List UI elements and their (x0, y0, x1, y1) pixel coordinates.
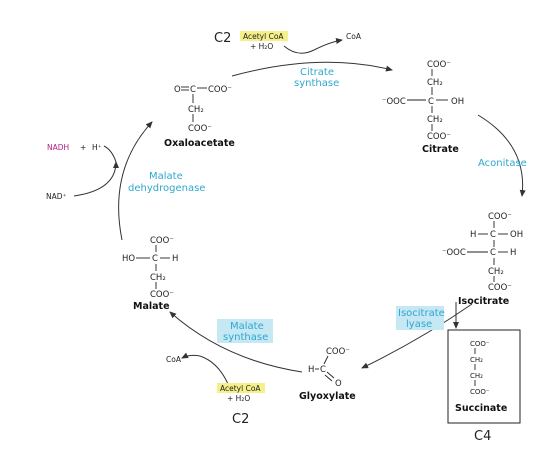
isocitrate-left: ⁻OOC (442, 248, 466, 258)
arrow-acetylcoa-top-in (283, 45, 315, 54)
isocitrate-h: H (470, 230, 476, 240)
enzyme-malate-dh-line2: dehydrogenase (128, 183, 205, 194)
enzyme-citrate-synthase-line2: synthase (294, 78, 339, 89)
malate-coo-top: COO⁻ (150, 236, 174, 246)
malate-ch2: CH₂ (150, 273, 166, 283)
glyoxylate-coo: COO⁻ (326, 347, 350, 357)
isocitrate-h2: H (510, 248, 516, 258)
enzyme-malate-synthase-box (217, 319, 273, 343)
succinate-ch2-2: CH₂ (470, 372, 483, 380)
arrow-isocitrate-to-glyoxylate (361, 303, 473, 369)
citrate-ch2-bottom: CH₂ (427, 115, 443, 125)
citrate-coo-bottom: COO⁻ (427, 132, 451, 142)
succinate-name: Succinate (455, 403, 507, 414)
coa-top: CoA (346, 32, 362, 41)
enzyme-citrate-synthase-line1: Citrate (300, 67, 334, 78)
arrow-acetylcoa-bottom-in (199, 355, 229, 385)
malate-name: Malate (133, 301, 170, 312)
citrate-ch2-top: CH₂ (427, 78, 443, 88)
arrow-nad-to-nadh (73, 161, 119, 197)
isocitrate-name: Isocitrate (458, 296, 509, 307)
isocitrate-coo-bottom: COO⁻ (488, 283, 512, 293)
isocitrate-ch2: CH₂ (488, 267, 504, 277)
enzyme-isocitrate-lyase-line1: Isocitrate (398, 308, 445, 319)
water-bottom: + H₂O (227, 394, 250, 403)
succinate-box (447, 329, 521, 424)
isocitrate-c2: C (490, 248, 496, 258)
enzyme-aconitase: Aconitase (478, 158, 527, 169)
nadh: NADH (47, 143, 69, 152)
oxaloacetate-ch2: CH₂ (188, 105, 204, 115)
malate-h: H (172, 254, 178, 264)
malate-ho: HO (122, 254, 135, 264)
citrate-name: Citrate (422, 144, 459, 155)
molecule-malate: COO⁻ HO C H CH₂ COO⁻ Malate (122, 236, 178, 312)
acetyl-coa-bottom: Acetyl CoA (220, 384, 261, 393)
arrow-nadh-curve (103, 145, 117, 163)
enzyme-isocitrate-lyase-box (396, 306, 444, 330)
arrow-coa-top-out (313, 38, 343, 51)
label-c2-top: C2 (214, 31, 231, 46)
molecule-isocitrate: COO⁻ H C OH ⁻OOC C H CH₂ COO⁻ Isocitrate (442, 212, 523, 307)
enzyme-malate-dh-line1: Malate (149, 171, 183, 182)
enzyme-malate-synthase-line2: synthase (223, 332, 268, 343)
oxaloacetate-coo-bottom: COO⁻ (188, 124, 212, 134)
coa-bottom: CoA (166, 355, 182, 364)
glyoxylate-c: C (320, 365, 326, 375)
citrate-oh: OH (451, 97, 464, 107)
molecule-citrate: COO⁻ CH₂ ⁻OOC C OH CH₂ COO⁻ Citrate (382, 60, 464, 155)
enzyme-malate-synthase-line1: Malate (230, 321, 264, 332)
nad-plus: NAD⁺ (46, 192, 67, 201)
acetyl-coa-bottom-highlight (217, 383, 265, 393)
succinate-coo-bottom: COO⁻ (470, 388, 490, 396)
molecule-succinate: COO⁻ CH₂ CH₂ COO⁻ Succinate (455, 340, 507, 414)
malate-coo-bottom: COO⁻ (150, 290, 174, 300)
glyoxylate-h: H (308, 365, 314, 375)
arrow-citrate-to-isocitrate (477, 114, 526, 197)
molecule-glyoxylate: COO⁻ H C O Glyoxylate (299, 347, 356, 402)
arrow-malate-to-oxaloacetate (118, 121, 153, 241)
acetyl-coa-top-highlight (240, 31, 288, 41)
label-c4: C4 (474, 429, 491, 444)
citrate-coo-top: COO⁻ (427, 60, 451, 70)
label-c2-bottom: C2 (232, 412, 249, 427)
succinate-ch2-1: CH₂ (470, 356, 483, 364)
water-top: + H₂O (250, 42, 273, 51)
glyoxylate-o: O (335, 379, 342, 389)
citrate-left: ⁻OOC (382, 97, 406, 107)
plus-sign: + (80, 143, 86, 152)
citrate-c: C (428, 97, 434, 107)
isocitrate-coo-top: COO⁻ (488, 212, 512, 222)
h-plus: H⁺ (92, 143, 102, 152)
oxaloacetate-name: Oxaloacetate (164, 138, 235, 149)
oxaloacetate-o: O (174, 85, 181, 95)
arrow-glyoxylate-to-malate (169, 311, 303, 373)
arrow-oxaloacetate-to-citrate (231, 61, 393, 77)
oxaloacetate-c: C (190, 85, 196, 95)
molecule-oxaloacetate: O C COO⁻ CH₂ COO⁻ Oxaloacetate (164, 85, 235, 149)
arrow-coa-bottom-out (181, 352, 201, 359)
acetyl-coa-top: Acetyl CoA (243, 32, 284, 41)
isocitrate-oh: OH (510, 230, 523, 240)
oxaloacetate-coo-right: COO⁻ (208, 85, 232, 95)
malate-c: C (152, 254, 158, 264)
succinate-coo-top: COO⁻ (470, 340, 490, 348)
enzyme-isocitrate-lyase-line2: lyase (406, 319, 432, 330)
isocitrate-c1: C (490, 230, 496, 240)
glyoxylate-name: Glyoxylate (299, 391, 356, 402)
